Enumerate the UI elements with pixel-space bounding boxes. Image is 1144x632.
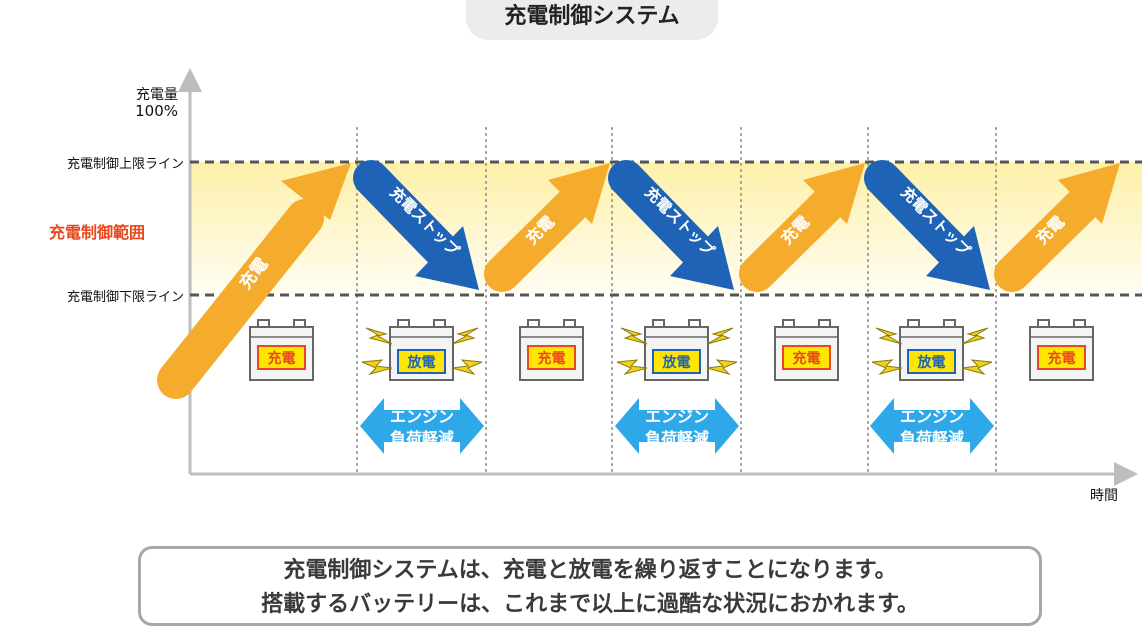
battery-discharge-label: 放電 bbox=[662, 354, 691, 370]
battery-charge-icon: 充電 bbox=[519, 319, 584, 381]
battery-charge-label: 充電 bbox=[268, 350, 296, 366]
battery-charge-icon: 充電 bbox=[774, 319, 839, 381]
upper-limit-label: 充電制御上限ライン bbox=[66, 157, 184, 172]
engine-label-line1: エンジン bbox=[390, 409, 454, 426]
charge-arrow-long: 充電 bbox=[157, 163, 351, 399]
lightning-icon bbox=[361, 327, 483, 375]
battery-charge-label: 充電 bbox=[1048, 350, 1076, 366]
battery-charge-label: 充電 bbox=[538, 350, 566, 366]
x-axis-label: 時間 bbox=[1090, 488, 1118, 504]
charge-arrow: 充電 bbox=[994, 163, 1120, 292]
charge-arrow: 充電 bbox=[484, 163, 610, 292]
engine-label-line2: 負荷軽減 bbox=[645, 429, 709, 448]
lightning-icon bbox=[616, 327, 738, 375]
lower-limit-label: 充電制御下限ライン bbox=[66, 290, 184, 305]
engine-label-line2: 負荷軽減 bbox=[900, 429, 964, 448]
engine-label-line1: エンジン bbox=[645, 409, 709, 426]
engine-label-line2: 負荷軽減 bbox=[390, 429, 454, 448]
engine-load-arrow: エンジン 負荷軽減 bbox=[360, 398, 484, 454]
y-axis-label-line1: 充電量 bbox=[136, 87, 178, 103]
page-title: 充電制御システム bbox=[466, 0, 718, 40]
battery-discharge-label: 放電 bbox=[917, 354, 946, 370]
battery-discharge-icon: 放電 bbox=[361, 319, 483, 381]
battery-discharge-icon: 放電 bbox=[616, 319, 738, 381]
caption-line2: 搭載するバッテリーは、これまで以上に過酷な状況におかれます。 bbox=[261, 592, 919, 617]
control-range-label: 充電制御範囲 bbox=[48, 223, 145, 242]
battery-discharge-label: 放電 bbox=[407, 354, 436, 370]
lightning-icon bbox=[871, 327, 993, 375]
battery-charge-icon: 充電 bbox=[249, 319, 314, 381]
engine-load-arrow: エンジン 負荷軽減 bbox=[870, 398, 994, 454]
battery-charge-label: 充電 bbox=[793, 350, 821, 366]
engine-load-arrow: エンジン 負荷軽減 bbox=[615, 398, 739, 454]
caption-box: 充電制御システムは、充電と放電を繰り返すことになります。 搭載するバッテリーは、… bbox=[138, 546, 1042, 626]
engine-label-line1: エンジン bbox=[900, 409, 964, 426]
y-axis-label-line2: 100% bbox=[135, 102, 178, 120]
battery-charge-icon: 充電 bbox=[1029, 319, 1094, 381]
battery-discharge-icon: 放電 bbox=[871, 319, 993, 381]
caption-line1: 充電制御システムは、充電と放電を繰り返すことになります。 bbox=[283, 558, 897, 583]
